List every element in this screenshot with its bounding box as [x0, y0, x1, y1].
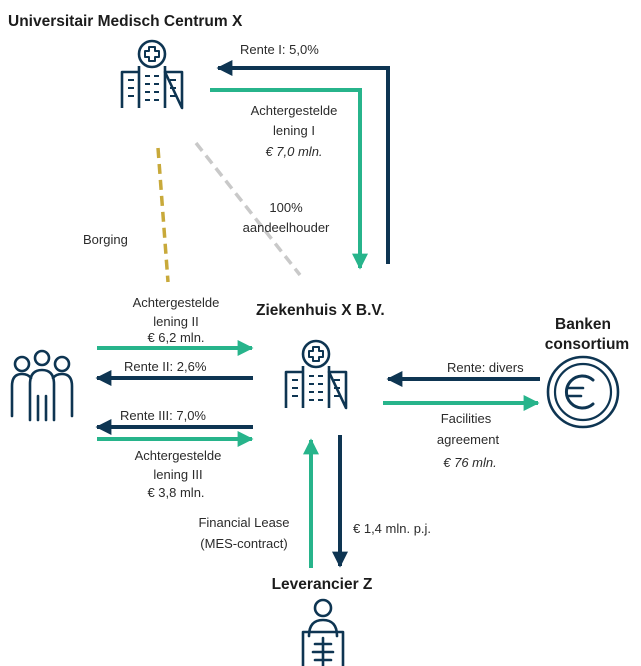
people-group-icon	[10, 349, 74, 422]
borging-label: Borging	[83, 232, 128, 247]
loan-i-label-line1: Achtergestelde	[250, 103, 338, 118]
shareholder-dashed-line	[194, 141, 302, 277]
rente-iii-label: Rente III: 7,0%	[120, 408, 206, 423]
supplier-payment-label: € 1,4 mln. p.j.	[353, 521, 432, 536]
rente-ii-label: Rente II: 2,6%	[124, 359, 207, 374]
rente-i-label: Rente I: 5,0%	[240, 42, 319, 57]
loan-i-amount: € 7,0 mln.	[265, 144, 323, 159]
facilities-amount: € 76 mln.	[443, 455, 497, 470]
arrow-loan-i	[210, 88, 368, 270]
facilities-label-line1: Facilities	[440, 411, 492, 426]
banks-title-line1: Banken	[555, 316, 611, 333]
euro-coin-icon	[546, 355, 620, 429]
lease-label-line2: (MES-contract)	[200, 536, 288, 551]
loan-iii-amount: € 3,8 mln.	[147, 485, 205, 500]
facilities-label-line2: agreement	[436, 432, 500, 447]
bank-rente-label: Rente: divers	[447, 360, 524, 375]
loan-ii-amount: € 6,2 mln.	[147, 330, 205, 345]
hospital-building-icon	[120, 39, 184, 110]
hospital-building-icon	[284, 339, 348, 410]
umc-title: Universitair Medisch Centrum X	[8, 13, 243, 30]
arrow-rente-i	[216, 60, 390, 264]
shareholder-label-line1: 100%	[269, 200, 303, 215]
lease-label-line1: Financial Lease	[198, 515, 290, 530]
banks-title-line2: consortium	[544, 336, 630, 353]
shareholder-label-line2: aandeelhouder	[242, 220, 330, 235]
borging-dashed-line	[156, 147, 170, 283]
loan-i-label-line2: lening I	[273, 123, 315, 138]
supplier-title: Leverancier Z	[271, 576, 373, 593]
loan-iii-label-line2: lening III	[153, 467, 203, 482]
loan-iii-label-line1: Achtergestelde	[134, 448, 222, 463]
hospital-title: Ziekenhuis X B.V.	[256, 302, 385, 319]
person-xray-icon	[301, 598, 345, 666]
loan-ii-label-line2: lening II	[153, 314, 199, 329]
loan-ii-label-line1: Achtergestelde	[132, 295, 220, 310]
